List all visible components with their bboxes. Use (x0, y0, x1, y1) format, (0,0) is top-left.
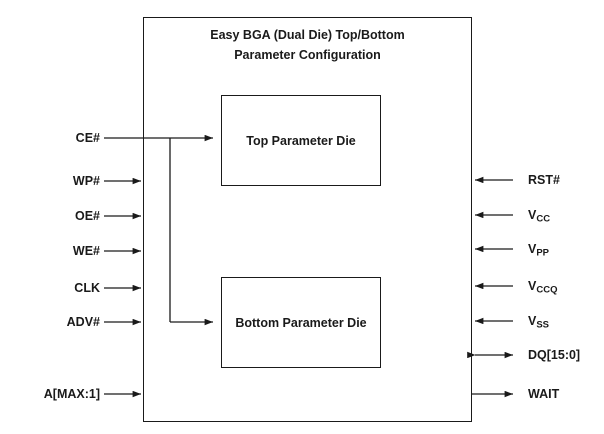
signal-label-wp: WP# (72, 173, 100, 188)
bottom-parameter-die-block: Bottom Parameter Die (221, 277, 381, 368)
package-title-line1: Easy BGA (Dual Die) Top/Bottom (210, 28, 405, 42)
signal-label-wait: WAIT (528, 388, 559, 401)
signal-label-adv: ADV# (66, 314, 100, 329)
signal-label-vss-base: V (528, 313, 537, 328)
signal-label-vcc-sub: CC (536, 213, 551, 225)
signal-label-rst-base: RST# (528, 172, 560, 187)
signal-label-rst: RST# (528, 174, 560, 187)
signal-label-vpp-base: V (528, 241, 537, 256)
top-parameter-die-label: Top Parameter Die (246, 133, 356, 148)
signal-label-vcc-base: V (528, 207, 537, 222)
signal-label-dq-base: DQ[15:0] (528, 347, 581, 362)
signal-label-amax: A[MAX:1] (43, 386, 100, 401)
signal-label-vccq-sub: CCQ (536, 284, 558, 296)
signal-label-oe: OE# (74, 208, 100, 223)
signal-label-wait-base: WAIT (528, 386, 560, 401)
signal-label-vcc: VCC (528, 207, 551, 225)
bottom-parameter-die-label: Bottom Parameter Die (235, 315, 367, 330)
signal-label-vccq: VCCQ (528, 278, 558, 296)
package-title: Easy BGA (Dual Die) Top/Bottom Parameter… (150, 25, 465, 65)
top-parameter-die-block: Top Parameter Die (221, 95, 381, 186)
signal-label-vccq-base: V (528, 278, 537, 293)
signal-label-vss: VSS (528, 313, 550, 331)
signal-label-clk: CLK (74, 280, 100, 295)
signal-label-vpp: VPP (528, 241, 550, 259)
signal-label-vss-sub: SS (536, 319, 550, 331)
signal-label-ce: CE# (75, 130, 100, 145)
signal-label-we: WE# (72, 243, 100, 258)
package-title-line2: Parameter Configuration (234, 48, 381, 62)
signal-label-dq: DQ[15:0] (528, 349, 580, 362)
signal-label-vpp-sub: PP (536, 247, 550, 259)
